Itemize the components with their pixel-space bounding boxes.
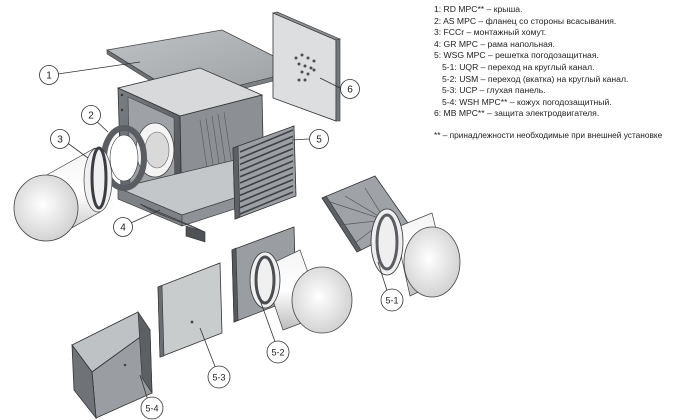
legend-item-3: 3: FCCr – монтажный хомут. (434, 27, 547, 38)
vent-hole (303, 78, 307, 82)
callout-5-1-label: 5-1 (385, 296, 398, 306)
vent-hole (312, 68, 316, 72)
motor-cover-part (272, 11, 341, 122)
weather-hood-part (71, 310, 153, 420)
callout-6: 6 (340, 79, 360, 99)
legend-item-5-1: 5-1: UQR – переход на круглый канал. (442, 61, 595, 72)
vent-hole (294, 56, 298, 60)
legend-item-5-3: 5-3: UCP – глухая панель. (442, 85, 546, 96)
callout-5-2-label: 5-2 (271, 348, 284, 358)
legend-item-2: 2: AS MPC – фланец со стороны всасывания… (434, 15, 617, 26)
legend-item-1: 1: RD MPC** – крыша. (434, 4, 523, 14)
callout-6-label: 6 (347, 85, 353, 96)
grille-louvre (239, 166, 294, 190)
vent-hole (297, 78, 301, 82)
legend-item-4: 4: GR MPC – рама напольная. (434, 38, 555, 49)
callout-5-3-label: 5-3 (212, 373, 225, 383)
callout-5-4-label: 5-4 (145, 404, 158, 414)
grille-louvre (239, 129, 294, 153)
duct-with-clamp-part (13, 146, 113, 242)
vent-hole (300, 53, 304, 57)
legend-item-5-4: 5-4: WSH MPC** – кожух погодозащитный. (442, 96, 612, 107)
grille-louvre (239, 147, 294, 172)
vent-hole (303, 64, 307, 68)
grille-louvre (239, 135, 294, 159)
callout-5-label: 5 (316, 135, 322, 146)
weather-grille-part (232, 125, 297, 220)
callout-2-label: 2 (88, 111, 94, 122)
blank-panel-part (157, 262, 223, 358)
legend-note: ** – принадлежности необходимые при внеш… (434, 129, 663, 140)
grille-louvre (239, 191, 294, 215)
callout-5: 5 (309, 129, 329, 149)
grille-louvre (239, 178, 294, 203)
grille-louvre (239, 185, 294, 209)
vent-hole (300, 70, 304, 74)
callout-5-3: 5-3 (207, 365, 231, 389)
callout-5-2: 5-2 (266, 340, 290, 364)
legend-item-5: 5: WSG MPC – решетка погодозащитная. (434, 50, 599, 61)
callout-4-label: 4 (120, 223, 126, 234)
grille-louvre (239, 154, 294, 178)
callout-5-1: 5-1 (380, 288, 404, 312)
vent-hole (306, 56, 310, 60)
callout-2: 2 (81, 105, 101, 125)
grille-louvre (239, 160, 294, 184)
callout-3: 3 (50, 129, 70, 149)
callout-3-label: 3 (57, 135, 63, 146)
legend-item-6: 6: MB MPC** – защита электродвигателя. (434, 108, 600, 119)
vent-hole (306, 72, 310, 76)
callout-1-label: 1 (46, 71, 52, 82)
callout-5-4: 5-4 (140, 396, 164, 420)
legend-item-5-2: 5-2: USM – переход (вкатка) на круглый к… (442, 73, 629, 84)
round-transition-part (321, 175, 461, 298)
legend: 1: RD MPC** – крыша. 2: AS MPC – фланец … (434, 4, 698, 142)
vent-hole (297, 62, 301, 66)
callout-1: 1 (39, 65, 59, 85)
grille-louvre (239, 141, 294, 166)
round-spigot-part (231, 226, 353, 334)
vent-hole (312, 59, 316, 63)
callout-4: 4 (113, 217, 133, 237)
vent-hole (309, 66, 313, 70)
grille-louvre (239, 172, 294, 197)
